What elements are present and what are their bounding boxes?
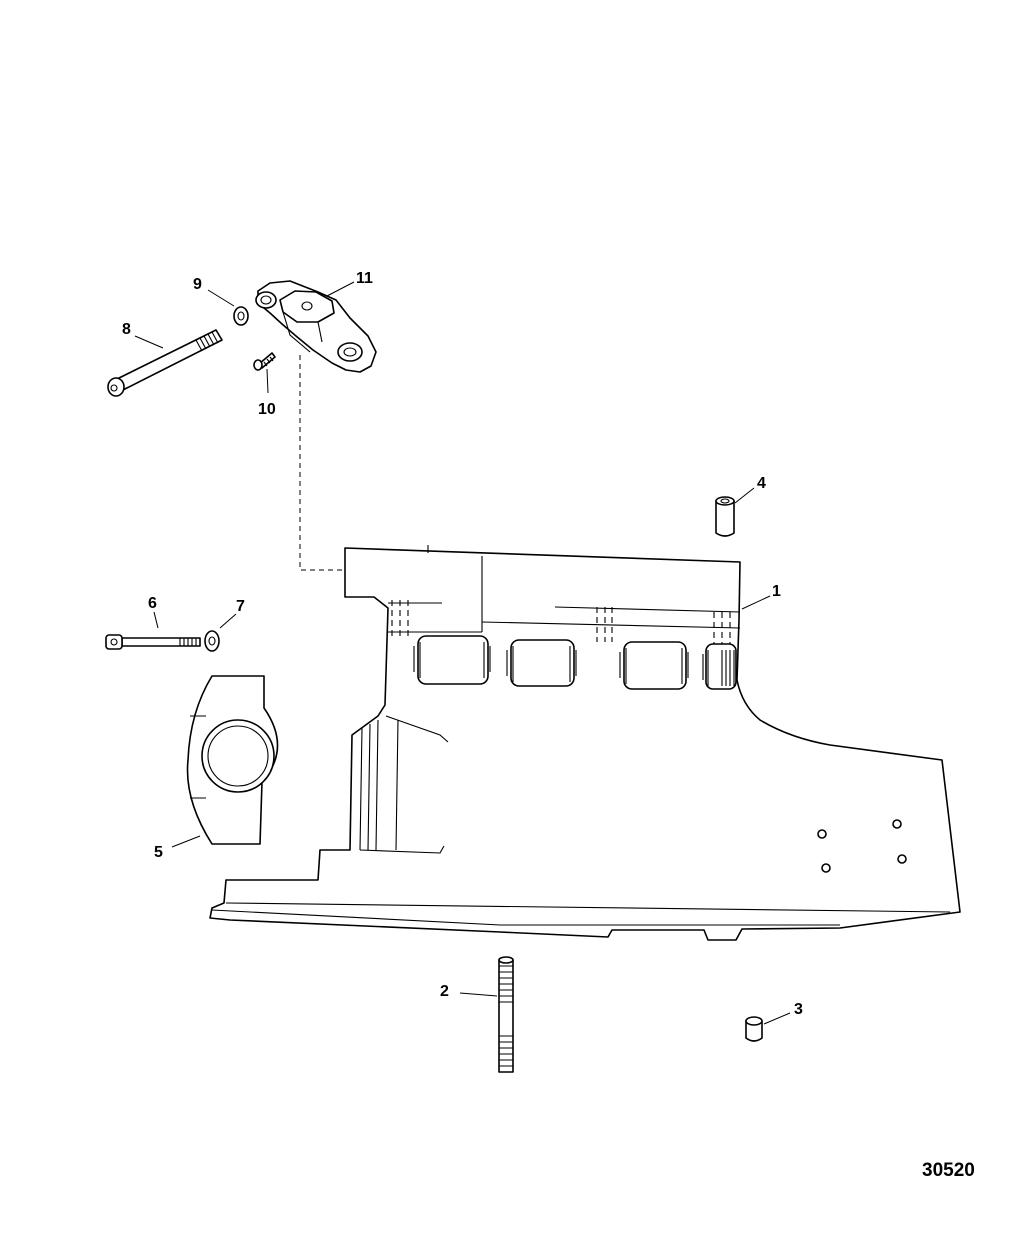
callout-7: 7 [236,598,245,615]
callout-1: 1 [772,583,781,600]
part-11-bracket[interactable] [255,280,377,373]
callout-10: 10 [258,401,276,418]
callout-5: 5 [154,844,163,861]
callout-2: 2 [440,983,449,1000]
part-1-housing[interactable] [209,545,961,941]
part-7-washer[interactable] [204,630,220,652]
callout-6: 6 [148,595,157,612]
leader-lines [134,281,791,1025]
callout-9: 9 [193,276,202,293]
part-9-washer[interactable] [233,306,249,326]
callout-3: 3 [794,1001,803,1018]
part-10-screw[interactable] [253,352,276,371]
callout-4: 4 [757,475,766,492]
callout-11: 11 [356,270,373,287]
part-5-plate[interactable] [186,675,279,845]
part-8-long-bolt[interactable] [107,329,223,397]
figure-number: 30520 [922,1160,975,1181]
part-4-sleeve[interactable] [715,496,735,537]
part-6-bolt[interactable] [105,634,201,650]
part-3-dowel[interactable] [745,1016,763,1042]
callout-8: 8 [122,321,131,338]
alignment-line [299,355,347,571]
part-2-stud[interactable] [498,956,514,1073]
